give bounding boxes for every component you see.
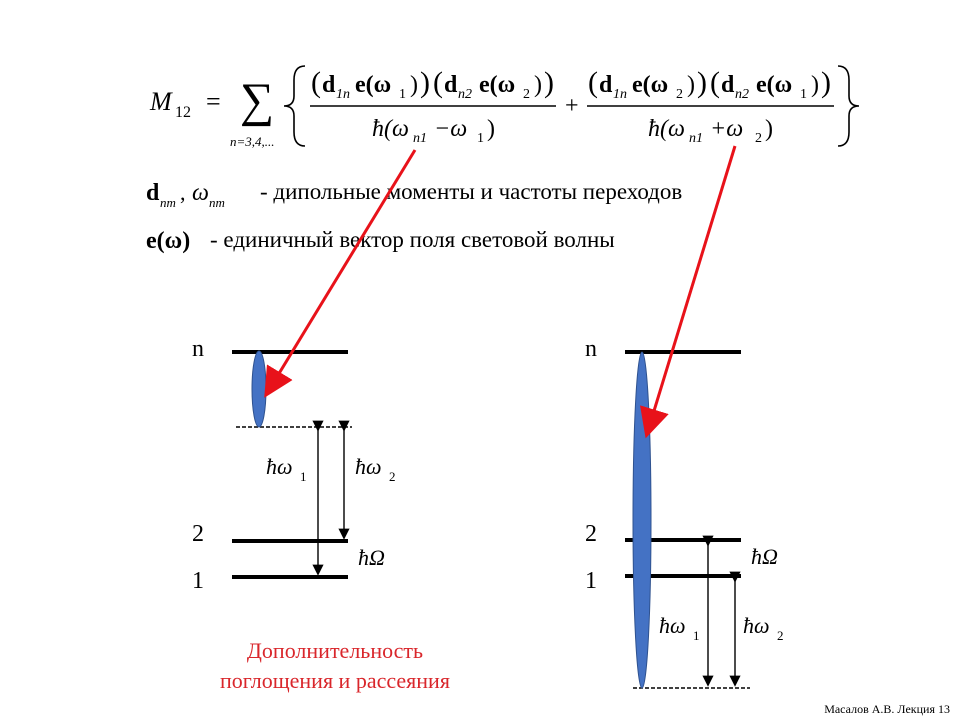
formula-m-sub: 12 (175, 104, 191, 121)
t2-e2-sub: 1 (800, 87, 807, 102)
footer: Масалов А.В. Лекция 13 (824, 702, 950, 716)
t2-den-sub1: n1 (689, 131, 703, 146)
def1-omega-sub: nm (209, 195, 225, 210)
def1-omega: ω (192, 180, 209, 206)
def2-text: - единичный вектор поля световой волны (210, 227, 615, 252)
paren: ) (811, 72, 819, 98)
right-hw2-sub: 2 (777, 628, 784, 643)
t1-d1-sub: 1n (336, 87, 350, 102)
paren: ) (544, 66, 554, 99)
t1-den-mid: −ω (434, 116, 467, 142)
right-label-1: 1 (585, 568, 597, 594)
formula-sum-range: n=3,4,... (230, 134, 275, 149)
t2-d2-sub: n2 (735, 87, 749, 102)
paren: ) (821, 66, 831, 99)
t1-den: ħ(ω (372, 116, 409, 142)
left-label-1: 1 (192, 568, 204, 594)
t2-den: ħ(ω (648, 116, 685, 142)
t2-e1: e(ω (632, 72, 668, 98)
right-hOmega: ħΩ (751, 544, 778, 569)
t2-e2: e(ω (756, 72, 792, 98)
def1-text: - дипольные моменты и частоты переходов (260, 179, 682, 204)
t2-d1: d (599, 72, 613, 98)
t1-d2-sub: n2 (458, 87, 472, 102)
formula-plus: + (565, 93, 579, 119)
left-hw1-sub: 1 (300, 469, 307, 484)
t1-den-sub1: n1 (413, 131, 427, 146)
t2-d1-sub: 1n (613, 87, 627, 102)
paren: ) (534, 72, 542, 98)
red-arrow-left (264, 149, 417, 398)
def1-d: d (146, 180, 160, 206)
left-hw1: ħω (266, 454, 293, 479)
paren: ( (311, 66, 321, 99)
left-hw2-sub: 2 (389, 469, 396, 484)
caption-line2: поглощения и рассеяния (220, 668, 450, 693)
t1-e1-sub: 1 (399, 87, 406, 102)
t2-e1-sub: 2 (676, 87, 683, 102)
paren: ( (588, 66, 598, 99)
t1-d1: d (322, 72, 336, 98)
left-hw2: ħω (355, 454, 382, 479)
paren: ) (410, 72, 418, 98)
t2-den-mid: +ω (710, 116, 743, 142)
t1-d2: d (444, 72, 458, 98)
left-ellipse (251, 350, 267, 428)
red-arrow-right (640, 145, 737, 439)
paren: ) (687, 72, 695, 98)
paren: ) (487, 116, 495, 142)
def1-d-sub: nm (160, 195, 176, 210)
right-ellipse (632, 351, 652, 689)
def2-e: e(ω) (146, 228, 190, 254)
def1-comma: , (180, 180, 186, 205)
paren: ( (710, 66, 720, 99)
paren: ) (765, 116, 773, 142)
t2-den-sub2: 2 (755, 131, 762, 146)
formula-eq: = (206, 87, 221, 116)
left-label-2: 2 (192, 521, 204, 547)
t1-e1: e(ω (355, 72, 391, 98)
right-hw1-sub: 1 (693, 628, 700, 643)
right-label-n: n (585, 336, 597, 362)
t1-e2: e(ω (479, 72, 515, 98)
right-label-2: 2 (585, 521, 597, 547)
paren: ) (420, 66, 430, 99)
paren: ( (433, 66, 443, 99)
t1-den-sub2: 1 (477, 131, 484, 146)
left-label-n: n (192, 336, 204, 362)
caption-line1: Дополнительность (247, 638, 423, 663)
t2-d2: d (721, 72, 735, 98)
formula-sum: ∑ (240, 74, 274, 127)
paren: ) (697, 66, 707, 99)
left-hOmega: ħΩ (358, 545, 385, 570)
t1-e2-sub: 2 (523, 87, 530, 102)
right-brace (837, 65, 860, 147)
formula-m: M (149, 87, 173, 116)
right-hw1: ħω (659, 613, 686, 638)
right-hw2: ħω (743, 613, 770, 638)
left-brace (283, 65, 306, 147)
